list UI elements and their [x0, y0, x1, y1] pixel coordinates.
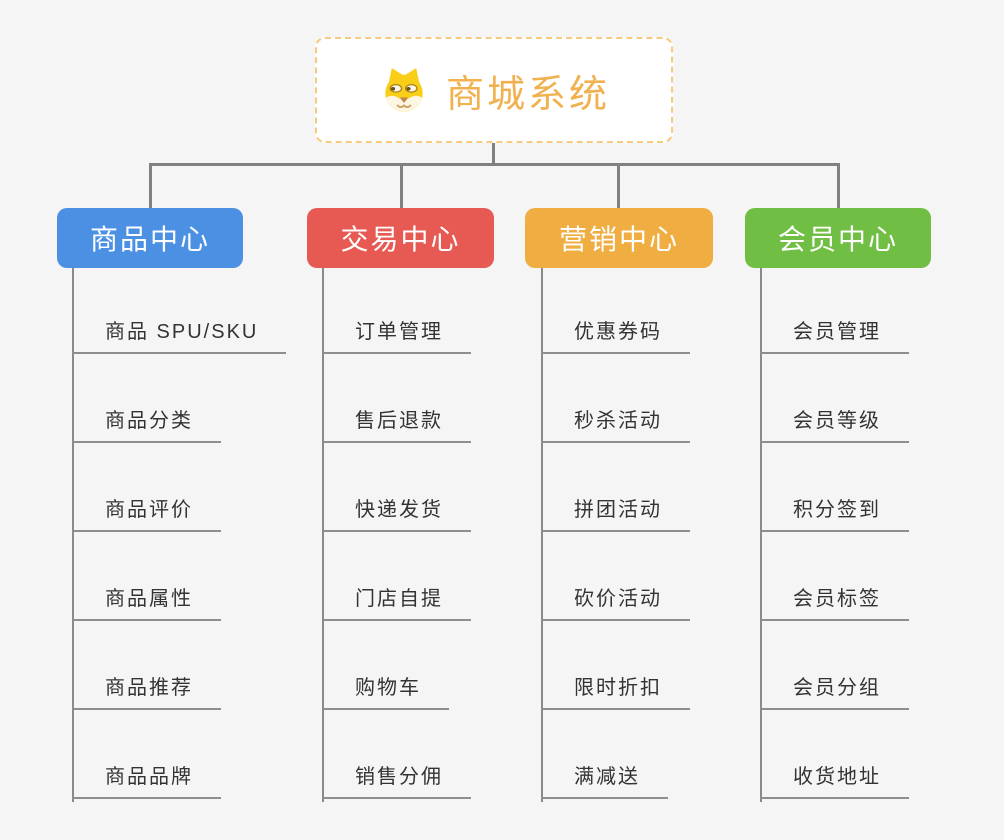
leaf-node[interactable]: 会员管理	[760, 308, 909, 354]
leaf-node[interactable]: 秒杀活动	[541, 397, 690, 443]
connector-drop-members	[837, 163, 840, 210]
root-title: 商城系统	[445, 73, 610, 116]
leaf-node[interactable]: 积分签到	[760, 486, 909, 532]
leaf-node[interactable]: 满减送	[541, 753, 668, 799]
leaf-node[interactable]: 快递发货	[322, 486, 471, 532]
connector-root-stub	[492, 143, 495, 165]
branch-label: 商品中心	[89, 224, 210, 255]
leaf-node[interactable]: 商品 SPU/SKU	[72, 308, 287, 354]
leaf-node[interactable]: 购物车	[322, 664, 449, 710]
leaf-node[interactable]: 销售分佣	[322, 753, 471, 799]
leaf-node[interactable]: 商品推荐	[72, 664, 221, 710]
leaf-node[interactable]: 限时折扣	[541, 664, 690, 710]
branch-label: 交易中心	[340, 224, 461, 255]
leaf-node[interactable]: 会员等级	[760, 397, 909, 443]
leaf-node[interactable]: 会员标签	[760, 575, 909, 621]
leaf-node[interactable]: 收货地址	[760, 753, 909, 799]
connector-column-members	[760, 268, 762, 802]
leaf-node[interactable]: 商品分类	[72, 397, 221, 443]
leaf-node[interactable]: 砍价活动	[541, 575, 690, 621]
leaf-node[interactable]: 商品评价	[72, 486, 221, 532]
connector-column-marketing	[541, 268, 543, 802]
connector-drop-trade	[400, 163, 403, 210]
leaf-node[interactable]: 门店自提	[322, 575, 471, 621]
branch-label: 营销中心	[558, 224, 679, 255]
connector-spine	[149, 163, 840, 166]
connector-column-trade	[322, 268, 324, 802]
leaf-node[interactable]: 会员分组	[760, 664, 909, 710]
shiba-doge-icon	[378, 64, 430, 116]
connector-drop-products	[149, 163, 152, 210]
leaf-node[interactable]: 拼团活动	[541, 486, 690, 532]
branch-label: 会员中心	[777, 224, 898, 255]
leaf-node[interactable]: 商品属性	[72, 575, 221, 621]
connector-drop-marketing	[617, 163, 620, 210]
root-node-mall-system[interactable]: 商城系统	[315, 37, 673, 143]
leaf-node[interactable]: 商品品牌	[72, 753, 221, 799]
branch-node-product-center[interactable]: 商品中心	[57, 208, 243, 268]
branch-node-trade-center[interactable]: 交易中心	[307, 208, 494, 268]
connector-column-products	[72, 268, 74, 802]
branch-node-marketing-center[interactable]: 营销中心	[525, 208, 713, 268]
branch-node-member-center[interactable]: 会员中心	[745, 208, 931, 268]
leaf-node[interactable]: 优惠券码	[541, 308, 690, 354]
leaf-node[interactable]: 售后退款	[322, 397, 471, 443]
leaf-node[interactable]: 订单管理	[322, 308, 471, 354]
